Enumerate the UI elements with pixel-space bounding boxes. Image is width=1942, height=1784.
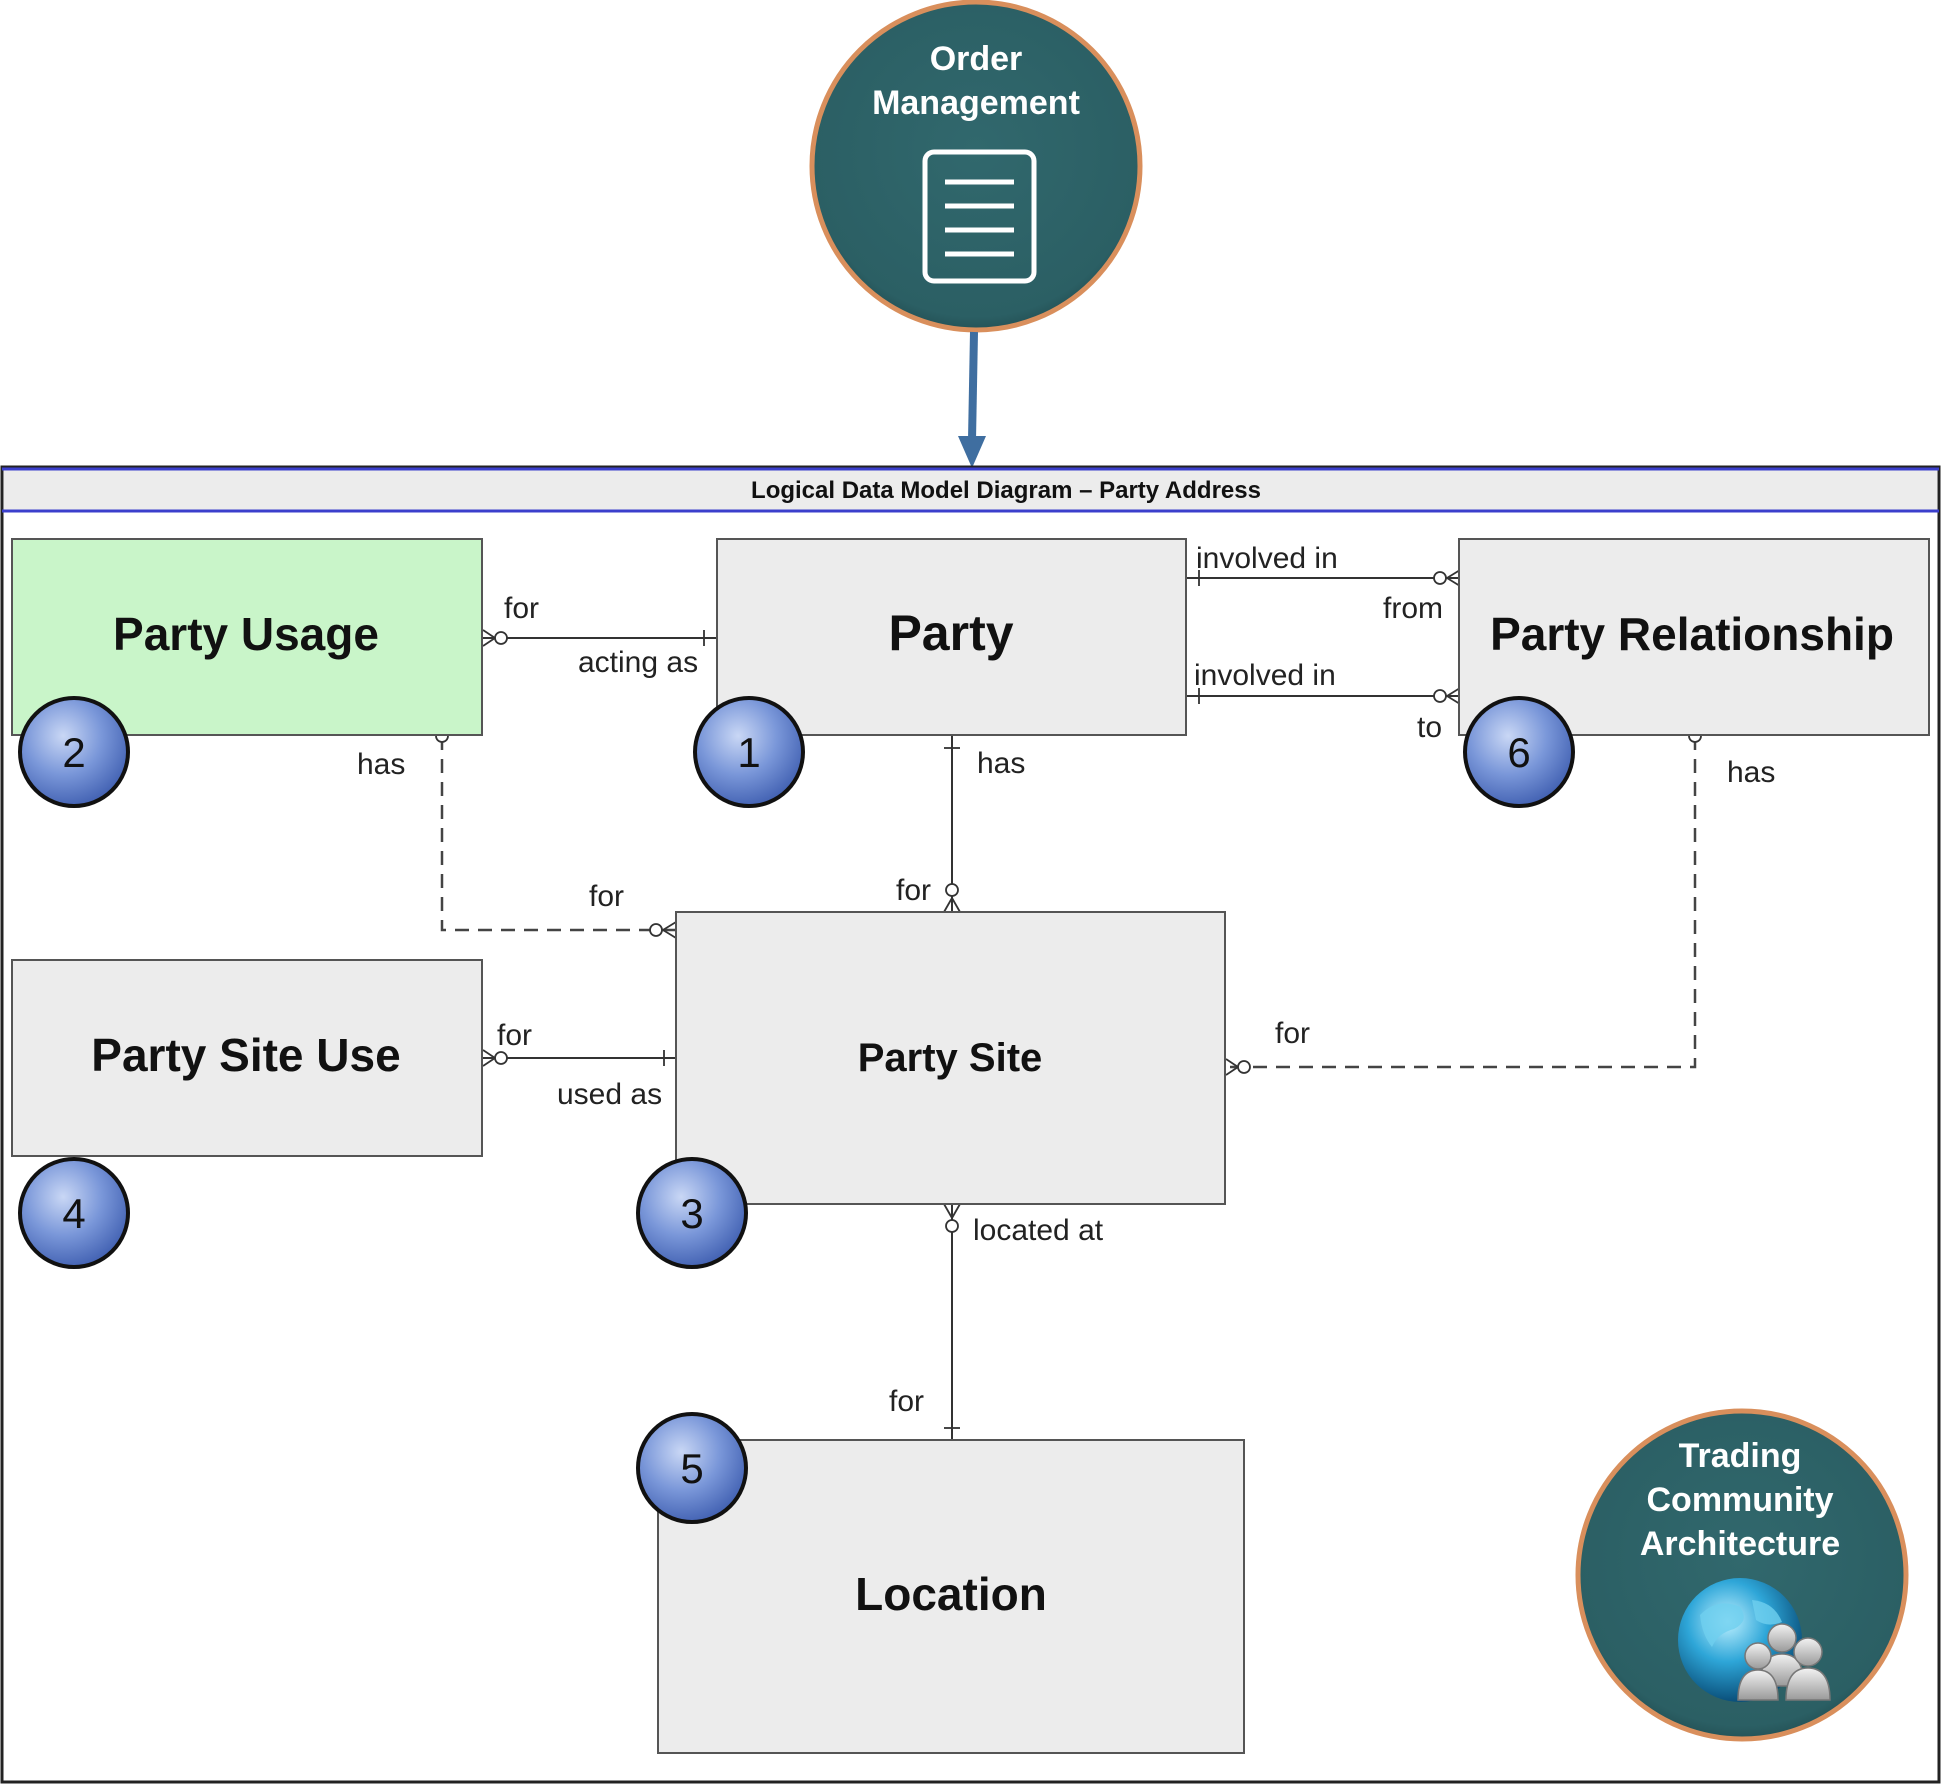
tca-line3: Architecture [1640,1525,1840,1563]
party-label: Party [888,605,1013,661]
usage-party-for-label: for [504,592,539,625]
location-label: Location [855,1568,1047,1620]
usage-site-dashed-line [440,736,676,932]
entity-party-usage[interactable]: Party Usage [11,538,483,736]
badge-location: 5 [636,1412,748,1524]
party-rel-involved-in-2-label: involved in [1194,659,1336,692]
entity-location[interactable]: Location [657,1439,1245,1754]
tca-line1: Trading [1679,1437,1802,1475]
badge-party-relationship-number: 6 [1507,729,1530,776]
party-box [716,538,1187,736]
frame-border [0,465,1941,1784]
entity-party-site[interactable]: Party Site [675,911,1226,1205]
diagram-frame: Logical Data Model Diagram – Party Addre… [0,465,1941,1784]
frame-title: Logical Data Model Diagram – Party Addre… [751,477,1261,504]
entity-party[interactable]: Party [716,538,1187,736]
party-site-label: Party Site [858,1036,1043,1080]
document-icon [922,149,1037,284]
party-relationship-label: Party Relationship [1490,608,1894,660]
badge-party-relationship: 6 [1463,696,1575,808]
site-use-used-as-label: used as [557,1078,662,1111]
tca-node: Trading Community Architecture [1575,1408,1909,1742]
badge-party-site-use: 4 [18,1157,130,1269]
site-use-for-label: for [497,1019,532,1052]
flow-arrow [958,331,986,468]
frame-title-bar [4,469,1937,511]
badge-party-number: 1 [737,729,760,776]
usage-party-acting-as-label: acting as [578,646,698,679]
badge-location-number: 5 [680,1445,703,1492]
tca-circle [1575,1408,1909,1742]
badge-party-usage: 2 [18,696,130,808]
party-has-label: has [977,747,1025,780]
party-rel-to-label: to [1417,711,1442,744]
party-usage-label: Party Usage [113,608,379,660]
badge-party: 1 [693,696,805,808]
location-box [657,1439,1245,1754]
party-site-use-box [11,959,483,1157]
entity-party-site-use[interactable]: Party Site Use [11,959,483,1157]
party-site-for-label: for [896,874,931,907]
globe-people-icon [1678,1578,1831,1702]
order-management-title-line2: Management [872,84,1080,122]
relationship-has-label: has [1727,756,1775,789]
badge-party-usage-number: 2 [62,729,85,776]
usage-site-for-label: for [589,880,624,913]
party-site-use-label: Party Site Use [91,1029,400,1081]
party-site-box [675,911,1226,1205]
tca-line2: Community [1647,1481,1834,1519]
site-located-at-label: located at [973,1214,1104,1247]
usage-has-label: has [357,748,405,781]
relationship-labels: for acting as involved in from involved … [357,542,1775,1418]
order-management-title-line1: Order [930,40,1023,78]
relationship-site-dashed-line [1226,736,1697,1069]
badge-party-site: 3 [636,1157,748,1269]
location-for-label: for [889,1385,924,1418]
badge-party-site-use-number: 4 [62,1190,85,1237]
badge-party-site-number: 3 [680,1190,703,1237]
party-rel-involved-in-1-label: involved in [1196,542,1338,575]
party-rel-from-label: from [1383,592,1443,625]
order-management-node: Order Management [809,0,1143,333]
relationship-site-for-label: for [1275,1017,1310,1050]
order-management-circle [809,0,1143,333]
